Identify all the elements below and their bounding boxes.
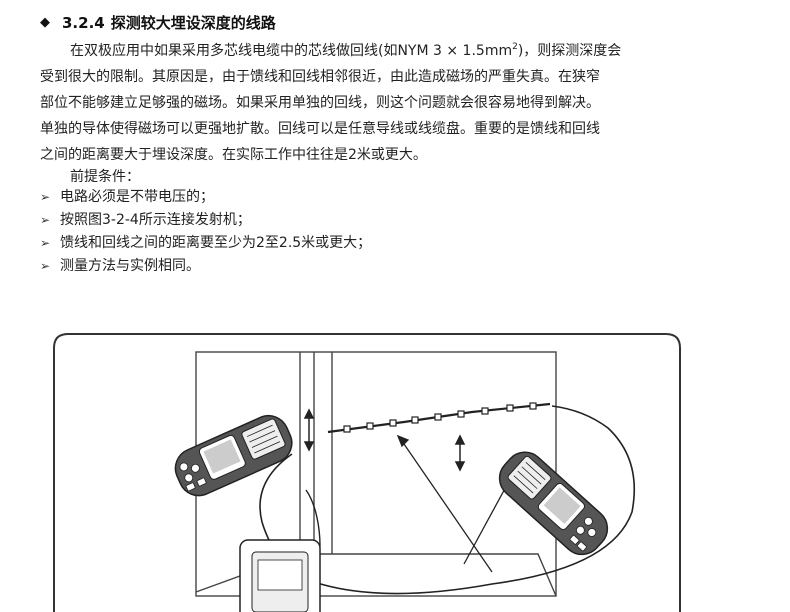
receiver-device-left (174, 414, 293, 497)
arrow-bullet-icon: ➢ (40, 236, 51, 250)
cable-clamps (343, 402, 537, 433)
body-paragraph: 在双极应用中如果采用多芯线电缆中的芯线做回线(如NYM 3 × 1.5mm2)，… (40, 38, 730, 168)
conditions-list: ➢ 电路必须是不带电压的； ➢ 按照图3-2-4所示连接发射机； ➢ 馈线和回线之间的… (40, 186, 371, 278)
return-cable (259, 405, 636, 595)
list-item: ➢ 电路必须是不带电压的； (40, 186, 371, 209)
superscript-2: 2 (512, 42, 518, 52)
depth-arrow-icon (303, 408, 315, 452)
callout-arrow-icon (396, 434, 519, 573)
arrow-bullet-icon: ➢ (40, 190, 51, 204)
list-item: ➢ 测量方法与实例相同。 (40, 255, 371, 278)
paragraph-line-3: 部位不能够建立足够强的磁场。如果采用单独的回线，则这个问题就会很容易地得到解决。 (40, 95, 600, 111)
receiver-lead (305, 489, 321, 547)
list-item: ➢ 按照图3-2-4所示连接发射机； (40, 209, 371, 232)
section-heading: ◆ 3.2.4 探测较大埋设深度的线路 (40, 12, 276, 33)
paragraph-line-1-b: )，则探测深度会 (517, 43, 622, 59)
paragraph-line-4: 单独的导体使得磁场可以更强地扩散。回线可以是任意导线或线缆盘。重要的是馈线和回线 (40, 121, 600, 137)
list-item: ➢ 馈线和回线之间的距离要至少为2至2.5米或更大； (40, 232, 371, 255)
connection-diagram (53, 333, 681, 612)
arrow-bullet-icon: ➢ (40, 259, 51, 273)
condition-text: 电路必须是不带电压的； (60, 189, 214, 205)
depth-arrow-icon (454, 434, 466, 472)
figure-frame (53, 333, 681, 612)
paragraph-line-1-a: 在双极应用中如果采用多芯线电缆中的芯线做回线(如NYM 3 × 1.5mm (70, 43, 513, 59)
diamond-bullet-icon: ◆ (40, 15, 50, 30)
paragraph-line-5: 之间的距离要大于埋设深度。在实际工作中往往是2米或更大。 (40, 147, 427, 163)
receiver-device-right (498, 451, 609, 556)
condition-text: 按照图3-2-4所示连接发射机； (60, 212, 251, 228)
condition-text: 馈线和回线之间的距离要至少为2至2.5米或更大； (60, 235, 372, 251)
condition-text: 测量方法与实例相同。 (60, 258, 200, 274)
arrow-bullet-icon: ➢ (40, 213, 51, 227)
section-title: 探测较大埋设深度的线路 (110, 14, 276, 32)
section-number: 3.2.4 (62, 13, 105, 32)
transmitter-device (239, 539, 321, 612)
conditions-title: 前提条件： (70, 169, 140, 185)
paragraph-line-1: 在双极应用中如果采用多芯线电缆中的芯线做回线(如NYM 3 × 1.5mm2)，… (40, 38, 730, 64)
paragraph-line-2: 受到很大的限制。其原因是，由于馈线和回线相邻很近，由此造成磁场的严重失真。在狭窄 (40, 69, 600, 85)
